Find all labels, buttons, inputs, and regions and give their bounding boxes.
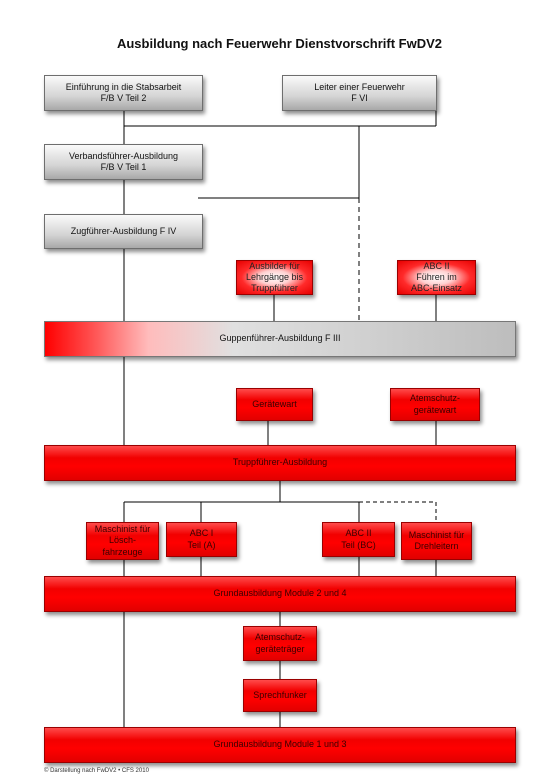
box-grund-1-3: Grundausbildung Module 1 und 3 [44, 727, 516, 763]
box-verbandsfuehrer: Verbandsführer-Ausbildung F/B V Teil 1 [44, 144, 203, 180]
box-grund-2-4: Grundausbildung Module 2 und 4 [44, 576, 516, 612]
box-maschinist-loesch: Maschinist für Lösch- fahrzeuge [86, 522, 159, 560]
box-maschinist-dreh: Maschinist für Drehleitern [401, 522, 472, 560]
box-truppfuehrer: Truppführer-Ausbildung [44, 445, 516, 481]
box-abc2-bc: ABC II Teil (BC) [322, 522, 395, 557]
box-sprechfunker: Sprechfunker [243, 679, 317, 712]
box-stabsarbeit: Einführung in die Stabsarbeit F/B V Teil… [44, 75, 203, 111]
footer-copyright: © Darstellung nach FwDV2 • CFS 2010 [44, 768, 149, 774]
box-geraetewart: Gerätewart [236, 388, 313, 421]
box-gruppenfuehrer: Guppenführer-Ausbildung F III [44, 321, 516, 357]
page-title: Ausbildung nach Feuerwehr Dienstvorschri… [116, 36, 443, 51]
box-atemschutz-traeger: Atemschutz- geräteträger [243, 626, 317, 661]
box-ausbilder: Ausbilder für Lehrgänge bis Truppführer [236, 260, 313, 295]
box-atemschutz-geraetewart: Atemschutz- gerätewart [390, 388, 480, 421]
box-leiter-feuerwehr: Leiter einer Feuerwehr F VI [282, 75, 437, 111]
box-zugfuehrer: Zugführer-Ausbildung F IV [44, 214, 203, 249]
box-abc2-fuehren: ABC II Führen im ABC-Einsatz [397, 260, 476, 295]
box-abc1: ABC I Teil (A) [166, 522, 237, 557]
